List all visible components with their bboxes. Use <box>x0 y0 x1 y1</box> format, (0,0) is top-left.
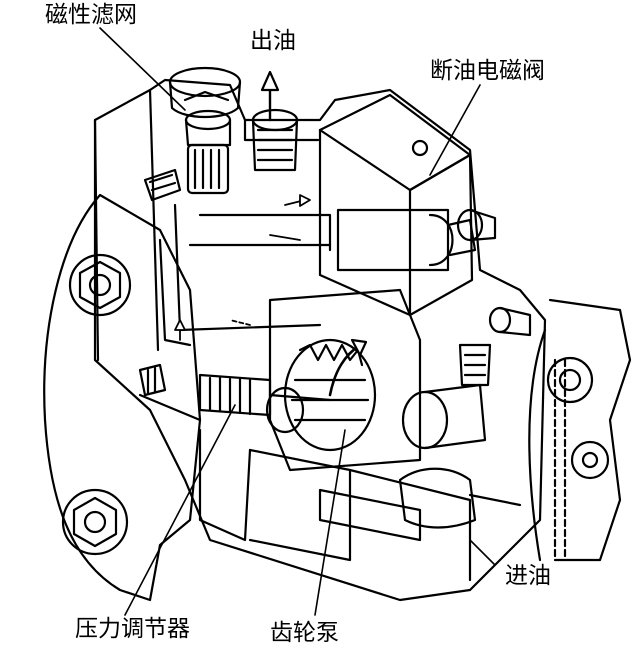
mounting-bolt-lower <box>61 488 129 556</box>
label-gear-pump: 齿轮泵 <box>270 620 339 646</box>
flow-arrows <box>174 194 311 341</box>
label-fuel-cutoff-solenoid: 断油电磁阀 <box>430 58 545 84</box>
magnetic-filter-assembly <box>143 66 242 202</box>
label-oil-outlet: 出油 <box>250 28 296 54</box>
leader-lines <box>99 27 496 616</box>
mounting-bolt-upper <box>68 253 132 317</box>
inlet-plunger <box>398 383 522 529</box>
pressure-regulator <box>138 363 332 434</box>
label-pressure-regulator: 压力调节器 <box>75 616 190 642</box>
drive-linkage <box>458 298 632 562</box>
label-oil-inlet: 进油 <box>505 563 551 589</box>
fuel-cutoff-solenoid <box>318 93 497 317</box>
label-magnetic-filter: 磁性滤网 <box>45 2 137 28</box>
gear-pump <box>268 288 422 472</box>
outlet-fitting <box>251 70 299 172</box>
